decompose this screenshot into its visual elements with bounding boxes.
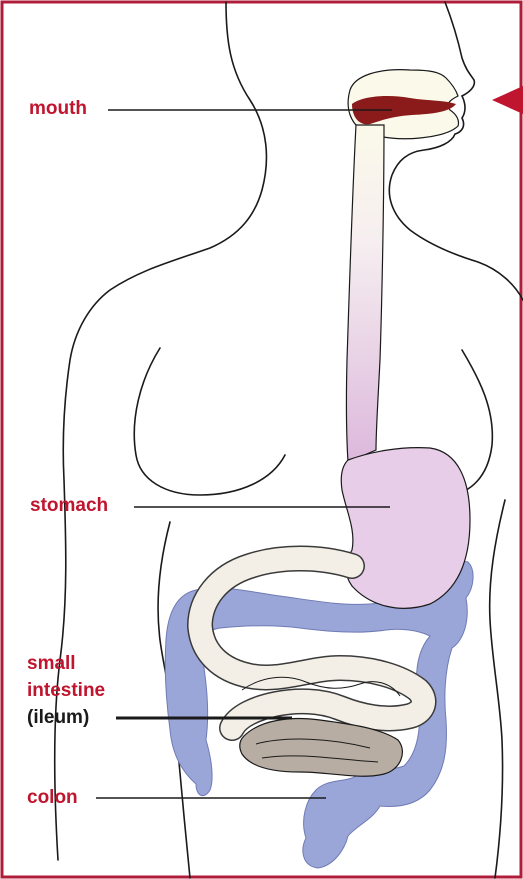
label-small-intestine-line2: intestine xyxy=(27,680,105,702)
label-stomach: stomach xyxy=(30,495,108,517)
label-small-intestine-line1: small xyxy=(27,653,76,675)
label-colon: colon xyxy=(27,787,78,809)
label-ileum: (ileum) xyxy=(27,707,89,729)
label-mouth: mouth xyxy=(29,98,87,120)
stomach xyxy=(341,448,470,609)
